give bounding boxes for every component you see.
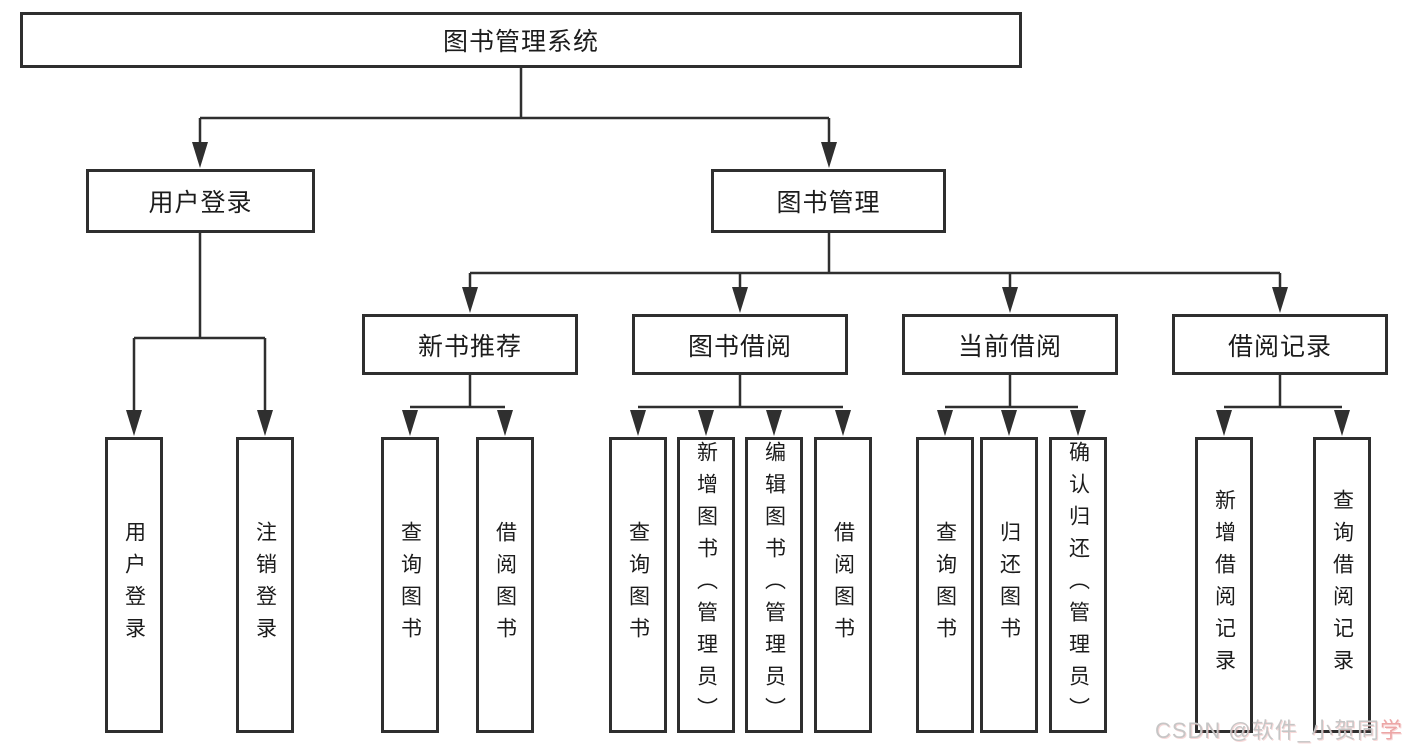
leaf-user-login: 用户登录 bbox=[105, 437, 163, 733]
arrow-head bbox=[402, 410, 418, 436]
leaf-logout-login-label: 注销登录 bbox=[253, 521, 277, 649]
leaf-br-query-borrow-record: 查询借阅记录 bbox=[1313, 437, 1371, 733]
arrow-head bbox=[766, 410, 782, 436]
tree-edges bbox=[132, 68, 1342, 412]
arrow-head bbox=[835, 410, 851, 436]
node-current-borrowing: 当前借阅 bbox=[902, 314, 1118, 375]
node-new-book-recommend: 新书推荐 bbox=[362, 314, 578, 375]
node-root: 图书管理系统 bbox=[20, 12, 1022, 68]
leaf-bb-edit-book-admin: 编辑图书（管理员） bbox=[745, 437, 803, 733]
arrow-head bbox=[1001, 410, 1017, 436]
leaf-bb-add-book-admin-label: 新增图书（管理员） bbox=[694, 441, 718, 729]
node-root-label: 图书管理系统 bbox=[442, 28, 599, 56]
arrow-head bbox=[630, 410, 646, 436]
leaf-cb-return-books-label: 归还图书 bbox=[997, 521, 1021, 649]
leaf-user-login-label: 用户登录 bbox=[122, 521, 146, 649]
arrow-head bbox=[1002, 287, 1018, 313]
leaf-nb-query-books-label: 查询图书 bbox=[398, 521, 422, 649]
leaf-cb-return-books: 归还图书 bbox=[980, 437, 1038, 733]
arrow-head bbox=[257, 410, 273, 436]
node-borrow-records-label: 借阅记录 bbox=[1227, 332, 1332, 361]
leaf-cb-confirm-return-admin: 确认归还（管理员） bbox=[1049, 437, 1107, 733]
leaf-br-add-borrow-record: 新增借阅记录 bbox=[1195, 437, 1253, 733]
leaf-nb-query-books: 查询图书 bbox=[381, 437, 439, 733]
leaf-logout-login: 注销登录 bbox=[236, 437, 294, 733]
node-current-borrowing-label: 当前借阅 bbox=[957, 332, 1062, 361]
arrow-head bbox=[126, 410, 142, 436]
arrow-head bbox=[937, 410, 953, 436]
arrow-head bbox=[192, 142, 208, 168]
leaf-bb-edit-book-admin-label: 编辑图书（管理员） bbox=[762, 441, 786, 729]
leaf-bb-query-books: 查询图书 bbox=[609, 437, 667, 733]
arrow-head bbox=[1216, 410, 1232, 436]
node-user-login: 用户登录 bbox=[86, 169, 315, 233]
leaf-br-query-borrow-record-label: 查询借阅记录 bbox=[1330, 489, 1354, 681]
arrow-head bbox=[1334, 410, 1350, 436]
leaf-cb-query-books-label: 查询图书 bbox=[933, 521, 957, 649]
arrow-head bbox=[1070, 410, 1086, 436]
node-book-management: 图书管理 bbox=[711, 169, 946, 233]
arrow-head bbox=[497, 410, 513, 436]
leaf-nb-borrow-books: 借阅图书 bbox=[476, 437, 534, 733]
leaf-bb-borrow-books-label: 借阅图书 bbox=[831, 521, 855, 649]
node-book-borrowing: 图书借阅 bbox=[632, 314, 848, 375]
csdn-watermark: CSDN @软件_小贺同学 bbox=[1155, 713, 1403, 745]
node-new-book-recommend-label: 新书推荐 bbox=[417, 332, 522, 361]
node-book-borrowing-label: 图书借阅 bbox=[687, 332, 792, 361]
node-borrow-records: 借阅记录 bbox=[1172, 314, 1388, 375]
node-book-management-label: 图书管理 bbox=[776, 189, 881, 217]
arrow-heads bbox=[126, 142, 1350, 436]
leaf-bb-query-books-label: 查询图书 bbox=[626, 521, 650, 649]
leaf-cb-confirm-return-admin-label: 确认归还（管理员） bbox=[1066, 441, 1090, 729]
leaf-bb-borrow-books: 借阅图书 bbox=[814, 437, 872, 733]
arrow-head bbox=[732, 287, 748, 313]
arrow-head bbox=[462, 287, 478, 313]
leaf-nb-borrow-books-label: 借阅图书 bbox=[493, 521, 517, 649]
csdn-watermark-text: CSDN @软件_小贺同 bbox=[1154, 718, 1380, 743]
arrow-head bbox=[1272, 287, 1288, 313]
csdn-watermark-accent: 学 bbox=[1379, 718, 1403, 743]
leaf-cb-query-books: 查询图书 bbox=[916, 437, 974, 733]
node-user-login-label: 用户登录 bbox=[148, 189, 253, 217]
leaf-br-add-borrow-record-label: 新增借阅记录 bbox=[1212, 489, 1236, 681]
arrow-head bbox=[821, 142, 837, 168]
arrow-head bbox=[698, 410, 714, 436]
leaf-bb-add-book-admin: 新增图书（管理员） bbox=[677, 437, 735, 733]
